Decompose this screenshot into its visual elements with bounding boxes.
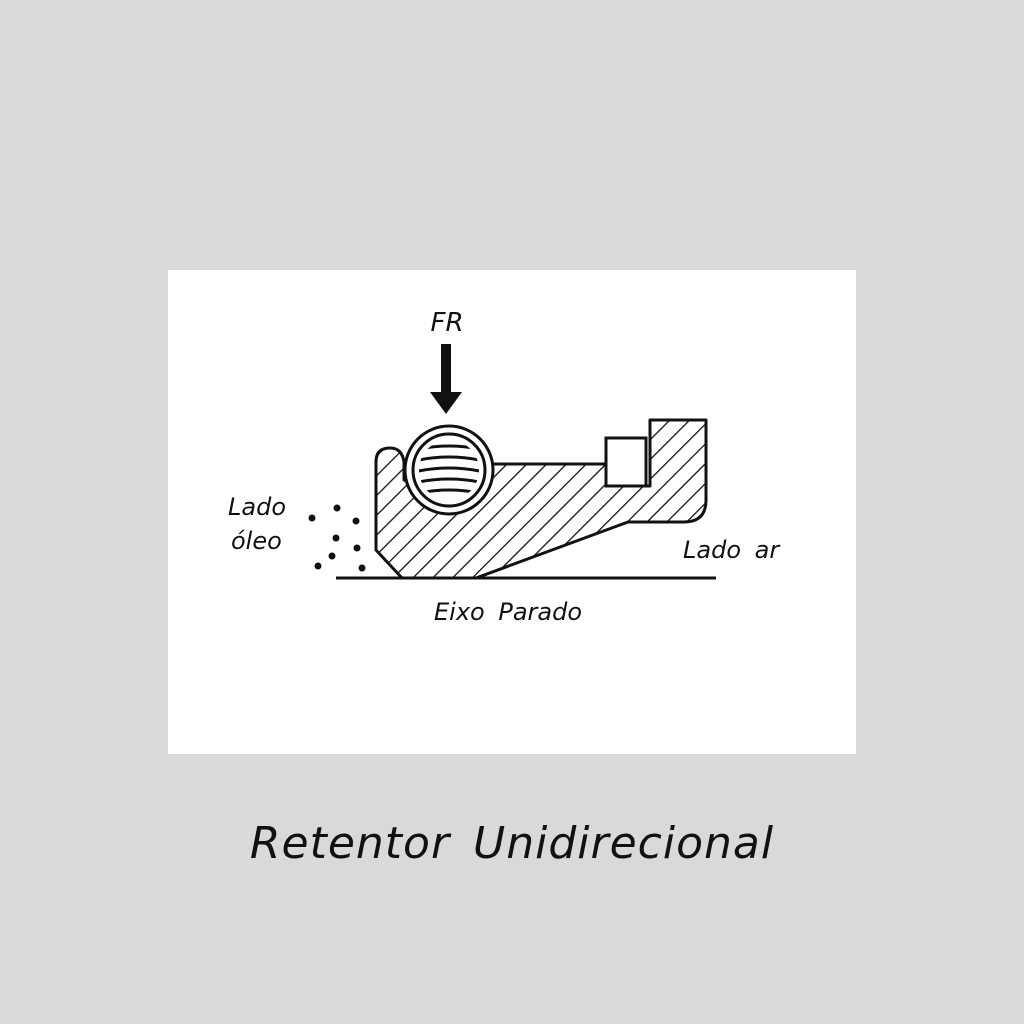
oil-side-label-line1: Lado <box>228 493 286 521</box>
oil-droplets <box>308 504 366 572</box>
caption: Retentor Unidirecional <box>249 818 775 869</box>
force-label: FR <box>430 308 463 338</box>
air-side-label: Lado ar <box>683 536 781 564</box>
garter-spring-icon <box>403 424 495 516</box>
shaft-label: Eixo Parado <box>434 598 582 626</box>
seal-groove <box>604 436 648 488</box>
force-arrow-icon <box>430 344 462 414</box>
oil-side-label-line2: óleo <box>231 527 282 555</box>
